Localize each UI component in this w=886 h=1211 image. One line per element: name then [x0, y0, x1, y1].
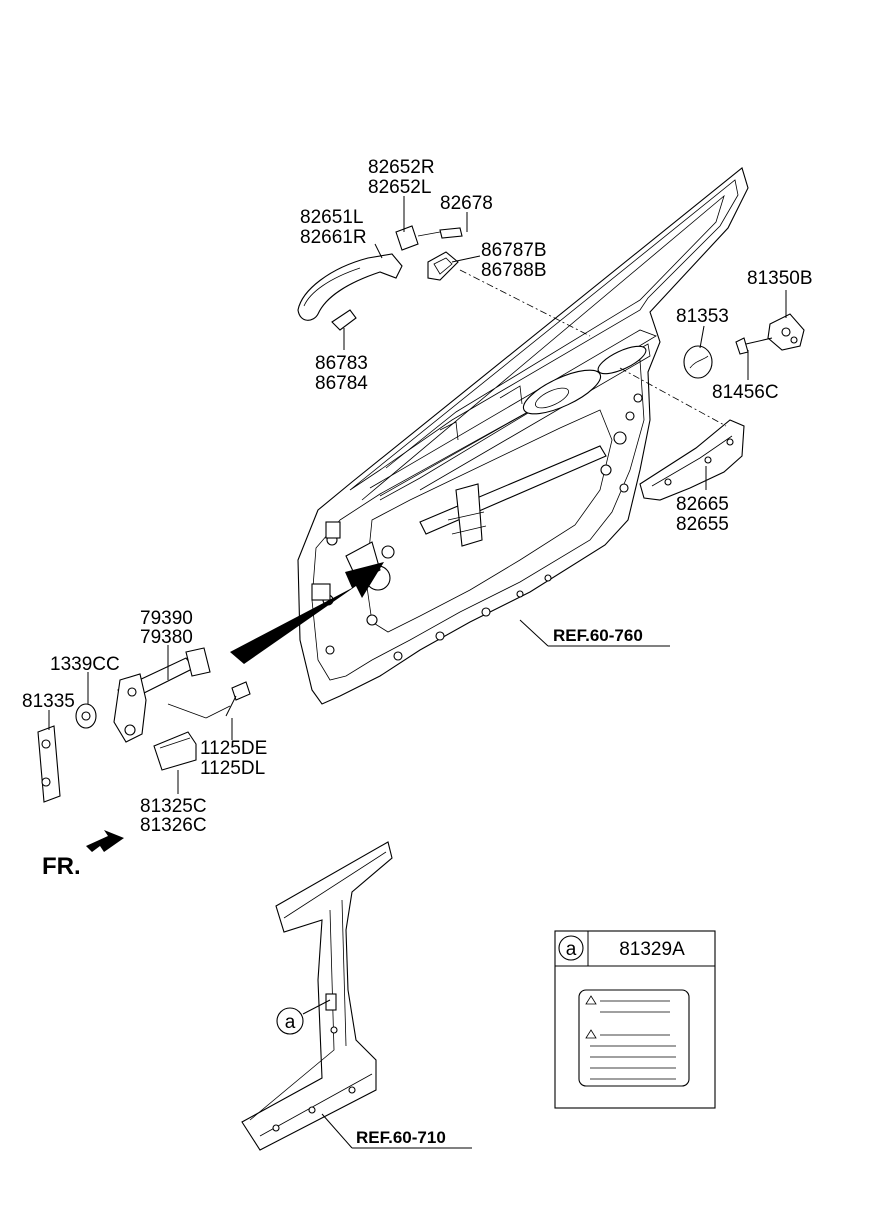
- part-1339CC: 1339CC: [50, 654, 120, 675]
- part-79380: 79380: [140, 627, 193, 648]
- handle-pad: [331, 309, 357, 331]
- part-81335: 81335: [22, 691, 75, 712]
- assembly-arrow: [230, 562, 384, 664]
- part-82665: 82665: [676, 494, 729, 515]
- checker-nut: [75, 703, 97, 729]
- handle-cover-seal: [427, 251, 459, 281]
- striker-screw: [735, 337, 773, 355]
- door-reference: REF.60-760: [553, 626, 643, 645]
- pillar-marker: a: [285, 1012, 296, 1033]
- front-arrow-icon: [86, 830, 124, 852]
- part-79390: 79390: [140, 608, 193, 629]
- checker-bolt: [225, 681, 251, 717]
- part-86788B: 86788B: [481, 260, 547, 281]
- callout-marker-circle: [558, 935, 584, 961]
- part-1125DL: 1125DL: [200, 758, 265, 779]
- handle-bracket: [395, 225, 463, 251]
- front-indicator: FR.: [42, 853, 81, 880]
- part-86783: 86783: [315, 353, 368, 374]
- callout-part-label: 81329A: [619, 939, 685, 960]
- pillar-marker-circle: [276, 1007, 304, 1035]
- part-1125DE: 1125DE: [200, 738, 267, 759]
- callout-marker: a: [566, 939, 577, 960]
- part-86784: 86784: [315, 373, 368, 394]
- part-82661R: 82661R: [300, 227, 367, 248]
- front-door-panel: [297, 167, 749, 705]
- part-81350B: 81350B: [747, 268, 813, 289]
- outside-handle: [297, 253, 403, 321]
- callout-box: [554, 930, 716, 1109]
- part-81326C: 81326C: [140, 815, 207, 836]
- part-82652L: 82652L: [368, 177, 431, 198]
- door-checker: [113, 647, 211, 743]
- hinge: [37, 725, 61, 803]
- part-81325C: 81325C: [140, 796, 207, 817]
- part-82651L: 82651L: [300, 207, 363, 228]
- striker: [767, 313, 805, 351]
- part-82652R: 82652R: [368, 157, 435, 178]
- part-86787B: 86787B: [481, 240, 547, 261]
- part-81456C: 81456C: [712, 382, 779, 403]
- handle-base-bracket: [639, 419, 745, 501]
- part-81353: 81353: [676, 306, 729, 327]
- pillar-reference: REF.60-710: [356, 1128, 446, 1147]
- b-pillar: [241, 841, 393, 1151]
- plug-hole: [683, 345, 713, 379]
- part-82678: 82678: [440, 193, 493, 214]
- hinge-cover: [153, 731, 197, 771]
- part-82655: 82655: [676, 514, 729, 535]
- leader-lines: [48, 196, 787, 1149]
